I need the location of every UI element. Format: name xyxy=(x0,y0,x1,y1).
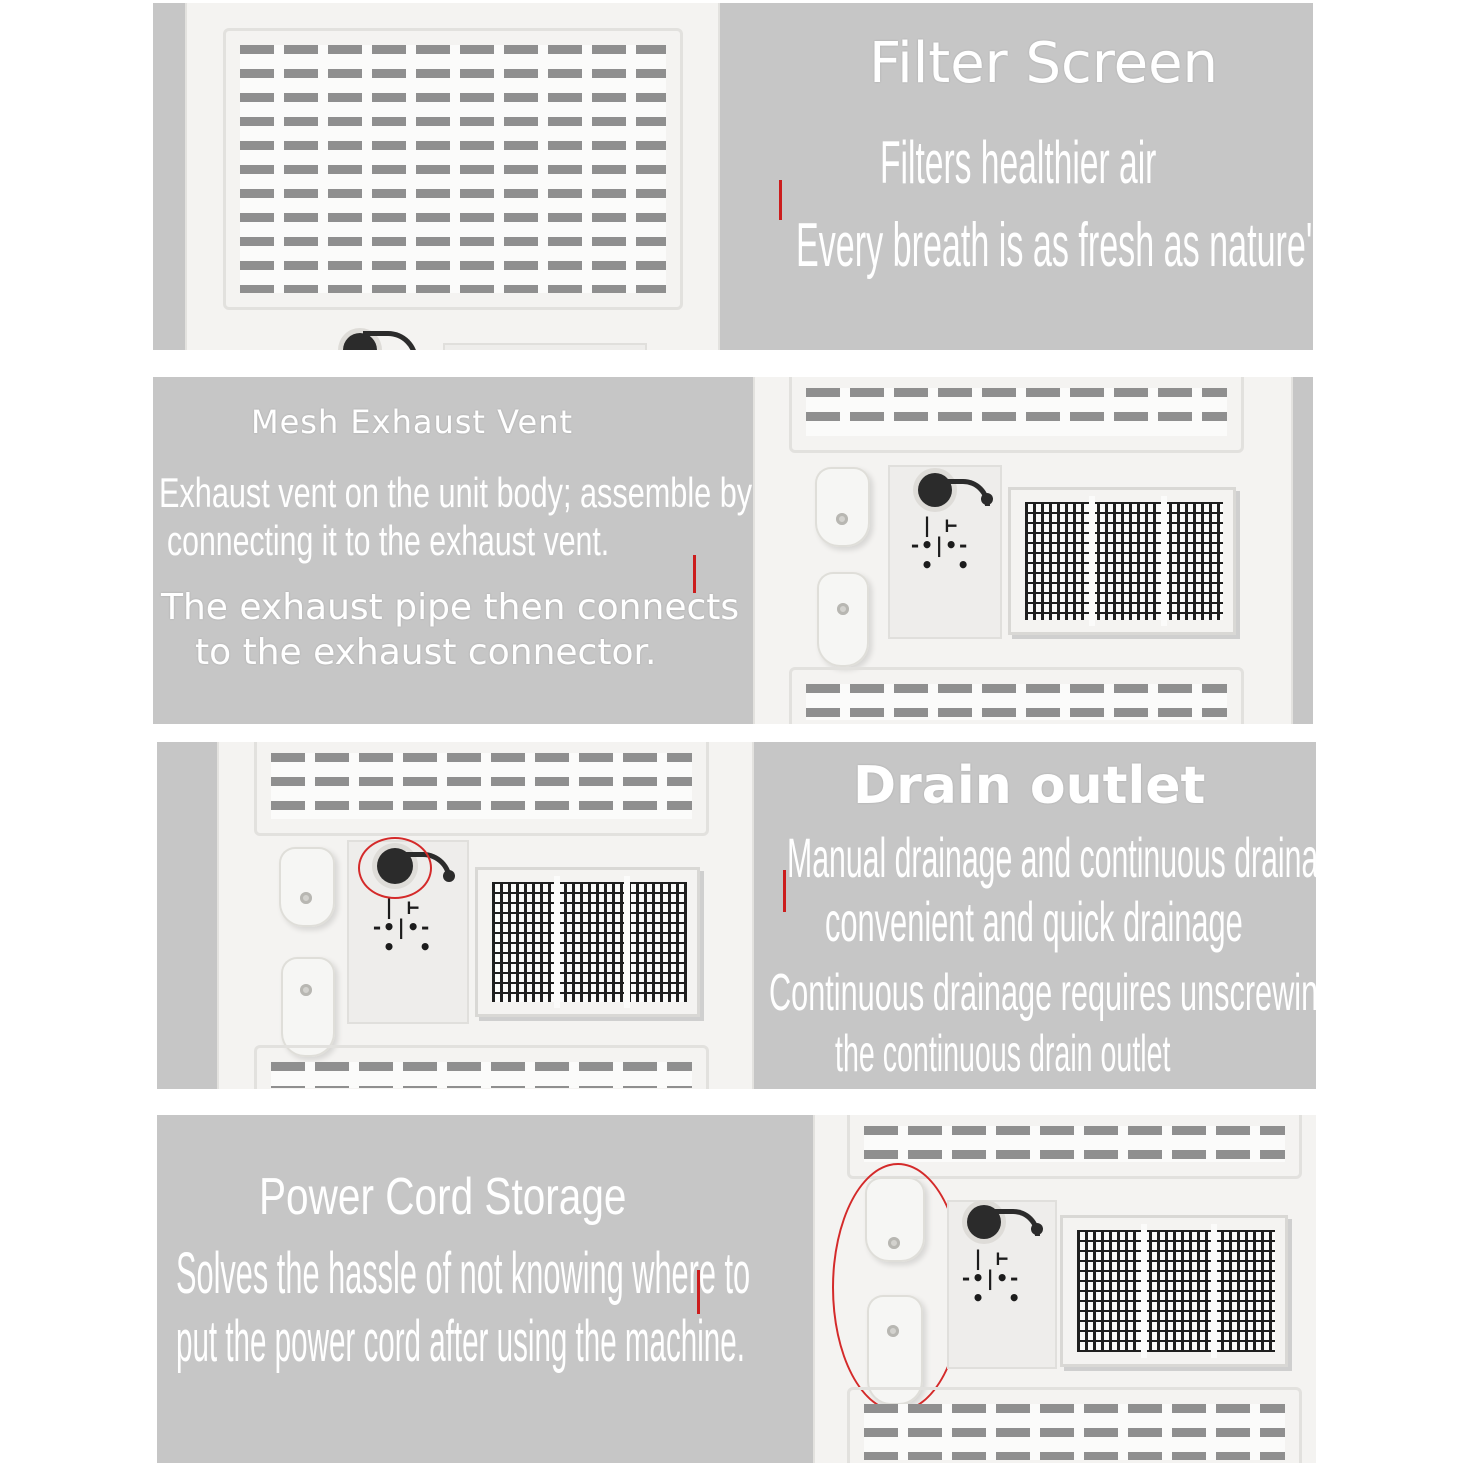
power-cord-storage-line-2: put the power cord after using the machi… xyxy=(176,1309,745,1374)
cord-hook-upper xyxy=(279,847,335,927)
bottom-grille xyxy=(789,667,1244,724)
mesh-exhaust-vent-line-3: The exhaust pipe then connects xyxy=(161,587,740,628)
cord-hook-upper xyxy=(815,467,870,547)
screw xyxy=(300,984,312,996)
drain-outlet-line-1: Manual drainage and continuous drainage, xyxy=(787,826,1316,889)
exhaust-vent-image xyxy=(1008,487,1236,635)
power-cord-highlight-ellipse xyxy=(832,1163,964,1412)
red-marker xyxy=(779,180,782,220)
mesh-exhaust-vent-line-2: connecting it to the exhaust vent. xyxy=(167,517,610,564)
drain-symbol: | ⊢ -•|•- • • xyxy=(909,513,970,577)
panel-power-cord-storage: | ⊢ -•|•- • • Power Cord Storage Solves … xyxy=(157,1115,1316,1463)
screw xyxy=(836,513,848,525)
cord-hook-lower xyxy=(817,572,869,667)
cord-hook-lower xyxy=(281,957,335,1057)
filter-grille xyxy=(223,28,683,310)
power-cord-storage-line-1: Solves the hassle of not knowing where t… xyxy=(176,1241,751,1306)
panel-mesh-exhaust-vent: | ⊢ -•|•- • • Mesh Exhaust Vent Exhaust … xyxy=(153,377,1313,724)
drain-symbol: | ⊢ -•|•- • • xyxy=(371,895,432,959)
top-grille xyxy=(789,377,1244,453)
vent-edge-image xyxy=(443,343,647,350)
hose-tip xyxy=(443,870,455,882)
power-cord-storage-title: Power Cord Storage xyxy=(259,1168,627,1226)
filter-screen-title: Filter Screen xyxy=(869,31,1219,96)
filter-screen-line-1: Filters healthier air xyxy=(880,129,1157,196)
exhaust-vent-image xyxy=(475,867,700,1017)
bottom-grille xyxy=(847,1387,1302,1463)
red-marker xyxy=(697,1270,700,1314)
top-grille xyxy=(254,742,709,836)
mesh-exhaust-vent-line-1: Exhaust vent on the unit body; assemble … xyxy=(159,469,753,516)
bottom-grille xyxy=(254,1045,709,1089)
drain-outlet-line-4: the continuous drain outlet xyxy=(835,1025,1171,1083)
panel-drain-outlet: | ⊢ -•|•- • • Drain outlet Manual draina… xyxy=(157,742,1316,1089)
red-marker xyxy=(693,555,696,593)
exhaust-vent-image xyxy=(1060,1215,1288,1367)
red-marker xyxy=(783,870,786,912)
screw xyxy=(837,603,849,615)
drain-outlet-title: Drain outlet xyxy=(853,756,1206,816)
mesh-exhaust-vent-title: Mesh Exhaust Vent xyxy=(251,403,574,441)
hose-tip xyxy=(981,493,993,505)
panel-filter-screen: Filter Screen Filters healthier air Ever… xyxy=(153,3,1313,350)
hose-tip xyxy=(1031,1223,1043,1235)
screw xyxy=(300,892,312,904)
top-grille xyxy=(847,1115,1302,1179)
drain-outlet-highlight-circle xyxy=(358,837,432,899)
drain-symbol: | ⊢ -•|•- • • xyxy=(960,1246,1021,1310)
mesh-exhaust-vent-line-4: to the exhaust connector. xyxy=(195,632,657,673)
filter-screen-line-2: Every breath is as fresh as nature's xyxy=(796,211,1313,280)
drain-outlet-line-3: Continuous drainage requires unscrewing xyxy=(769,964,1316,1022)
drain-outlet-line-2: convenient and quick drainage xyxy=(825,890,1243,953)
